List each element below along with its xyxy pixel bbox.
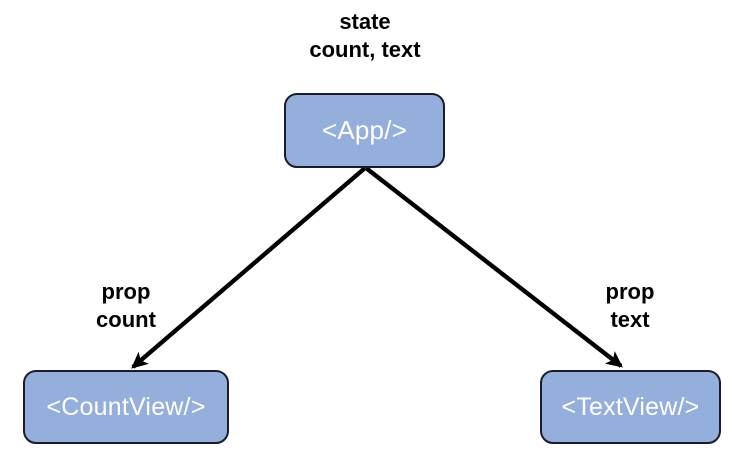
annotation-prop-count-line2: count bbox=[96, 307, 156, 332]
node-app[interactable]: <App/> bbox=[284, 93, 445, 168]
annotation-state-line2: count, text bbox=[309, 37, 421, 62]
node-textview[interactable]: <TextView/> bbox=[540, 370, 721, 444]
annotation-state-line1: state bbox=[339, 9, 391, 34]
edge-app-to-textview bbox=[364, 166, 623, 368]
node-countview-label: <CountView/> bbox=[46, 392, 206, 421]
node-textview-label: <TextView/> bbox=[561, 392, 700, 421]
annotation-prop-count: prop count bbox=[52, 278, 200, 334]
annotation-prop-count-line1: prop bbox=[101, 279, 151, 304]
node-app-label: <App/> bbox=[321, 115, 408, 145]
annotation-prop-text-line1: prop bbox=[605, 279, 655, 304]
node-countview[interactable]: <CountView/> bbox=[23, 370, 229, 444]
annotation-prop-text-line2: text bbox=[610, 307, 650, 332]
annotation-prop-text: prop text bbox=[556, 278, 704, 334]
annotation-state: state count, text bbox=[259, 8, 471, 64]
edge-app-to-countview bbox=[131, 166, 367, 369]
